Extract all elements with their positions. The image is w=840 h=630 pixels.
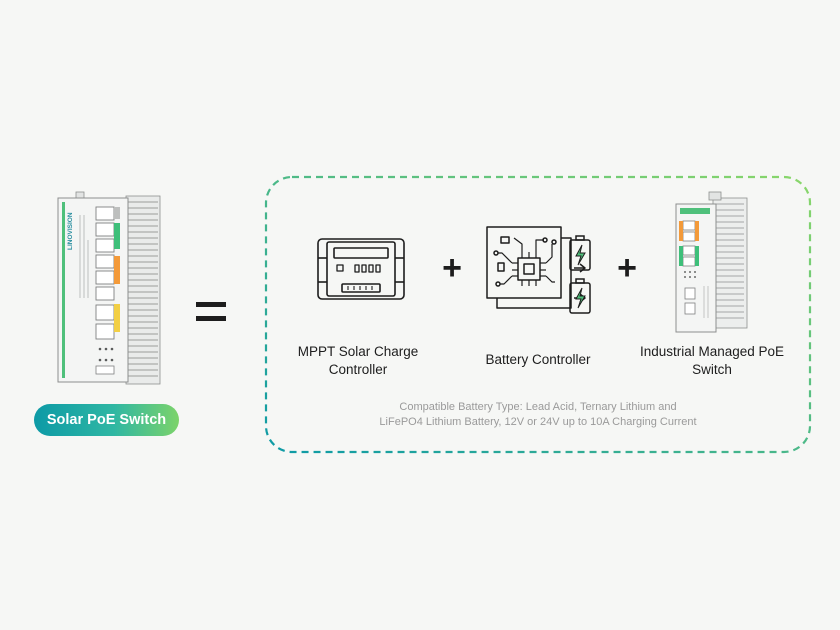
- equals-sign: [196, 302, 226, 330]
- brand-logo: LINOVISION: [67, 212, 74, 250]
- solar-charge-controller-icon: [317, 238, 405, 300]
- mppt-controller-label: MPPT Solar Charge Controller: [297, 344, 419, 377]
- industrial-poe-switch-icon: [675, 191, 748, 333]
- battery-controller-icon: [486, 226, 586, 309]
- plus-sign-2: +: [617, 249, 637, 287]
- rj45-ports: [95, 206, 115, 340]
- compatibility-note-line1: Compatible Battery Type: Lead Acid, Tern…: [399, 401, 677, 413]
- battery-controller-label: Battery Controller: [485, 352, 591, 367]
- solar-poe-switch-device-icon: LINOVISION: [57, 191, 161, 385]
- compatibility-note: Compatible Battery Type: Lead Acid, Tern…: [300, 400, 776, 430]
- heatsink-fins: [125, 195, 161, 385]
- components-dashed-container: [264, 175, 812, 454]
- battery-icons: [569, 235, 591, 314]
- industrial-switch-label: Industrial Managed PoE Switch: [639, 344, 785, 377]
- compatibility-note-line2: LiFePO4 Lithium Battery, 12V or 24V up t…: [379, 416, 697, 428]
- solar-poe-switch-badge: Solar PoE Switch: [34, 404, 179, 436]
- plus-sign-1: +: [442, 249, 462, 287]
